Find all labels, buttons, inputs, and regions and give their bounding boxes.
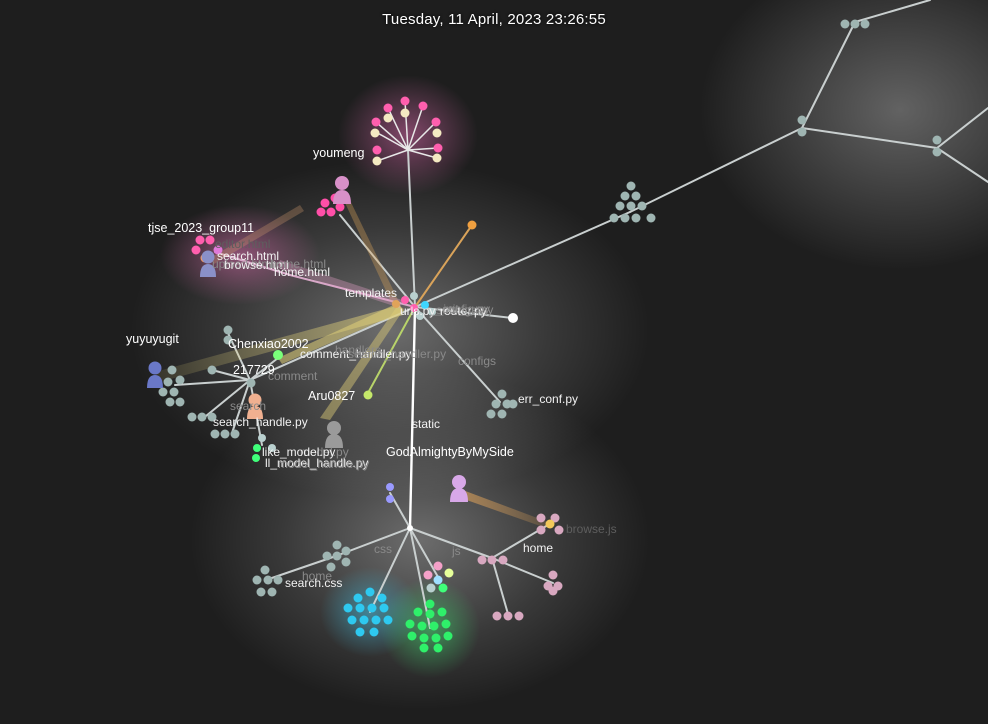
label-comment: comment [268, 369, 318, 383]
label-templates: templates [345, 286, 397, 300]
label-search-handler-top: search_handler.py [348, 347, 446, 361]
label-user-tjse: tjse_2023_group11 [148, 221, 254, 235]
label-home-html: home.html [274, 265, 330, 279]
date-time-display: Tuesday, 11 April, 2023 23:26:55 [382, 11, 606, 28]
label-config-py: config.py [442, 302, 490, 316]
label-user-godalmighty: GodAlmightyByMySide [386, 445, 514, 459]
label-user-chenxiao: Chenxiao2002 [228, 337, 309, 351]
label-like-model: like_model.py [262, 445, 335, 459]
label-router-py: router.py [440, 304, 487, 318]
label-search-html: search.html [217, 249, 279, 263]
user-avatar-godalmighty [450, 475, 468, 502]
user-avatars [147, 176, 468, 502]
label-search-handle: search_handle.py [213, 415, 308, 429]
user-avatar-yuyuyugit [147, 361, 163, 388]
label-user-aru0827: Aru0827 [308, 389, 355, 403]
label-init-py: __init__.py [429, 302, 488, 316]
user-avatar-aru0827 [325, 421, 343, 448]
label-ll-model-handle: ll_model_handle.py [265, 456, 368, 470]
label-model-handle: model_handle.py [278, 457, 369, 471]
label-js: js [451, 544, 461, 558]
user-avatar-youmeng [333, 176, 351, 204]
label-configs: configs [458, 354, 496, 368]
label-home-dir: home [523, 541, 553, 555]
label-home-html-dim: home.html [270, 257, 326, 271]
label-err-conf: err_conf.py [518, 392, 578, 406]
user-avatar-217729 [247, 393, 263, 419]
label-static: static [412, 417, 440, 431]
label-upload-html: upload.html [212, 257, 274, 271]
tree-labels: editor.html search.html upload.html brow… [212, 237, 617, 590]
label-handlers: handlers [335, 343, 381, 357]
background-glow [130, 0, 988, 710]
label-comment-handler: comment_handler.py [300, 347, 411, 361]
label-css: css [374, 542, 392, 556]
label-user-yuyuyugit: yuyuyugit [126, 332, 179, 346]
label-editor-html: editor.html [215, 237, 270, 251]
label-urls-py: urls.py [400, 304, 435, 318]
label-search-css: search.css [285, 576, 342, 590]
label-search-dir: search [230, 399, 266, 413]
label-settings-py: settings.py [436, 303, 493, 317]
label-home-css-dir: home [302, 569, 332, 583]
label-model-py: model.py [300, 445, 349, 459]
label-user-217729: 217729 [233, 363, 275, 377]
user-activity-beams [155, 192, 548, 528]
label-browse-js: browse.js [566, 522, 617, 536]
label-browse-html: browse.html [224, 258, 289, 272]
label-user-youmeng: youmeng [313, 146, 364, 160]
user-avatar-tjse-group [200, 250, 216, 277]
user-labels: youmeng tjse_2023_group11 yuyuyugit Chen… [126, 146, 514, 459]
file-nodes [158, 19, 942, 653]
